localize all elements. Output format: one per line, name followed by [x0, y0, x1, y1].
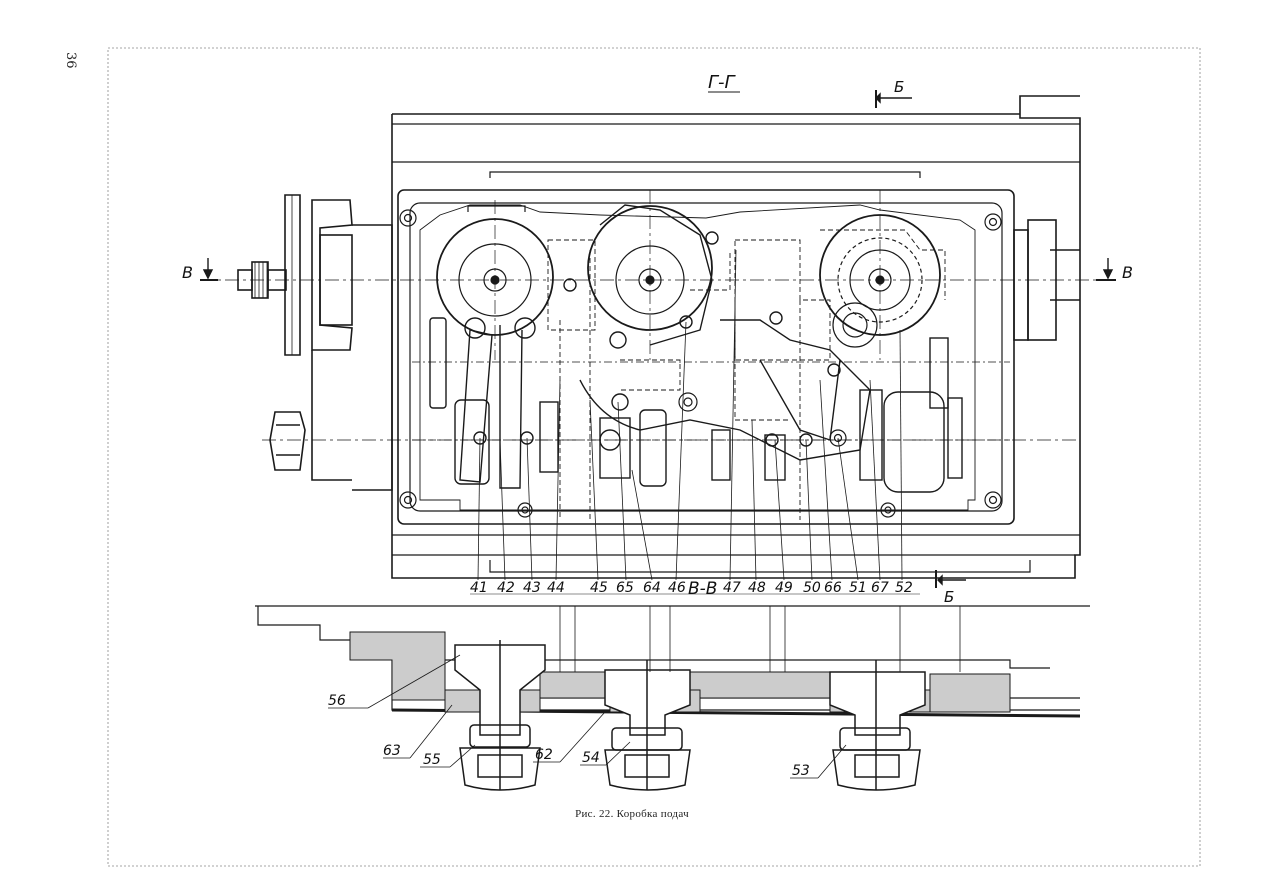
- callout-50: 50: [803, 580, 821, 596]
- callout-leaders-bottom: [328, 654, 847, 779]
- callout-leaders-top: [470, 249, 920, 595]
- callout-63: 63: [383, 743, 401, 759]
- callout-64: 64: [643, 580, 661, 596]
- callout-45: 45: [590, 580, 608, 596]
- figure-caption: Рис. 22. Коробка подач: [575, 808, 689, 820]
- callout-43: 43: [523, 580, 541, 596]
- callout-46: 46: [668, 580, 686, 596]
- hidden-lines: [547, 229, 946, 520]
- section-label-top: Г-Г: [708, 72, 737, 93]
- callout-41: 41: [470, 580, 488, 596]
- callout-66: 66: [824, 580, 842, 596]
- shift-levers: [459, 231, 871, 489]
- callout-48: 48: [748, 580, 766, 596]
- callout-54: 54: [582, 750, 600, 766]
- callout-51: 51: [849, 580, 867, 596]
- callout-44: 44: [547, 580, 565, 596]
- section-label-middle: В-В: [688, 579, 717, 599]
- callout-52: 52: [895, 580, 913, 596]
- centre-lines: [200, 190, 1116, 441]
- drawing-frame: [107, 47, 1201, 867]
- callout-47: 47: [723, 580, 741, 596]
- callout-67: 67: [871, 580, 889, 596]
- callout-55: 55: [423, 752, 441, 768]
- callouts-bottom: 56 63 55 62 54 53: [328, 693, 810, 779]
- shaft-gears: [412, 317, 1010, 493]
- section-arrows: [200, 90, 1116, 588]
- callout-65: 65: [616, 580, 634, 596]
- section-arrow-right-label: В: [1122, 263, 1133, 282]
- callout-42: 42: [497, 580, 515, 596]
- callouts-top: 41 42 43 44 45 65 64 46 В-В 47 48 49 50 …: [470, 579, 913, 599]
- section-arrow-bottom-label: Б: [944, 588, 954, 606]
- section-arrow-left-label: В: [182, 263, 193, 282]
- handle-section-view: [255, 605, 1090, 791]
- callout-49: 49: [775, 580, 793, 596]
- gearbox-section-view: [200, 90, 1116, 595]
- callout-53: 53: [792, 763, 810, 779]
- section-arrow-top-label: Б: [894, 78, 904, 96]
- callout-56: 56: [328, 693, 346, 709]
- callout-62: 62: [535, 747, 553, 763]
